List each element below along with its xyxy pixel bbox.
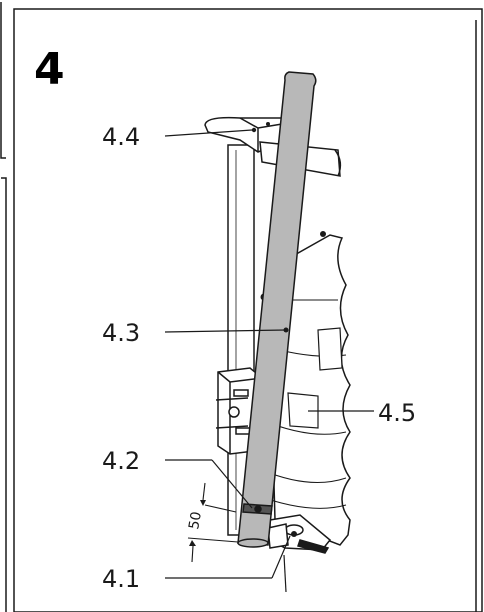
dimension-label: 50 [186, 510, 205, 530]
leader-lines [164, 129, 374, 593]
callout-4-4: 4.4 [102, 123, 140, 151]
step-number: 4 [34, 44, 65, 95]
bottom-fitting [267, 514, 332, 554]
dimension-marker: 50 [186, 482, 239, 563]
callout-4-5: 4.5 [378, 399, 416, 427]
hose [237, 71, 317, 548]
hose-clamp [242, 503, 273, 515]
callout-4-2: 4.2 [102, 447, 140, 475]
top-handle [204, 116, 342, 177]
callout-4-3: 4.3 [102, 319, 140, 347]
callout-4-1: 4.1 [102, 565, 140, 593]
